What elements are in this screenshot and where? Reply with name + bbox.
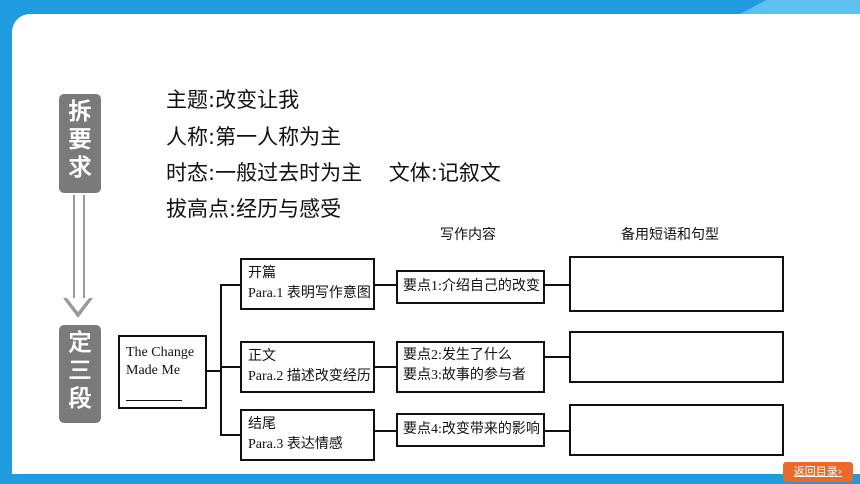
point-box-2-3: 要点2:发生了什么 要点3:故事的参与者 bbox=[396, 341, 545, 393]
phrase-answer-box-2[interactable] bbox=[569, 331, 784, 383]
requirement-highlight: 拔高点:经历与感受 bbox=[166, 197, 342, 221]
bottom-frame-bar bbox=[0, 474, 860, 484]
top-frame-bar bbox=[0, 0, 860, 14]
point-box-1: 要点1:介绍自己的改变 bbox=[396, 270, 545, 304]
column-header-phrases: 备用短语和句型 bbox=[621, 228, 719, 243]
chevron-right-icon: › bbox=[837, 465, 843, 478]
phrase-answer-box-3[interactable] bbox=[569, 404, 784, 456]
root-topic-line1: The Change bbox=[126, 345, 195, 360]
para-title: 结尾 bbox=[248, 417, 276, 432]
requirement-theme: 主题:改变让我 bbox=[166, 88, 300, 112]
para-box-opening: 开篇 Para.1 表明写作意图 bbox=[240, 258, 375, 310]
side-char: 定 bbox=[68, 330, 92, 356]
side-char: 求 bbox=[68, 155, 92, 181]
connector-line bbox=[375, 366, 396, 368]
requirement-tense-genre: 时态:一般过去时为主 文体:记叙文 bbox=[166, 161, 501, 185]
point-text: 要点4:改变带来的影响 bbox=[403, 422, 540, 437]
para-title: 正文 bbox=[248, 349, 276, 364]
para-box-body: 正文 Para.2 描述改变经历 bbox=[240, 341, 375, 393]
top-frame-accent bbox=[740, 0, 860, 14]
para-desc: Para.3 表达情感 bbox=[248, 437, 343, 452]
connector-line bbox=[545, 430, 569, 432]
back-button-label: 返回目录 bbox=[793, 465, 838, 478]
side-char: 要 bbox=[68, 127, 92, 153]
column-header-content: 写作内容 bbox=[440, 228, 496, 243]
connector-line bbox=[545, 356, 569, 358]
connector-line bbox=[375, 284, 396, 286]
side-char: 段 bbox=[68, 386, 92, 412]
connector-line bbox=[220, 434, 240, 436]
point-text: 要点1:介绍自己的改变 bbox=[403, 279, 540, 294]
side-char: 拆 bbox=[68, 99, 92, 125]
side-char: 三 bbox=[68, 358, 92, 384]
point-box-4: 要点4:改变带来的影响 bbox=[396, 413, 545, 447]
root-topic-blank bbox=[126, 400, 182, 401]
root-topic-line2: Made Me bbox=[126, 363, 181, 378]
para-desc: Para.1 表明写作意图 bbox=[248, 286, 371, 301]
point-text: 要点2:发生了什么 bbox=[403, 348, 512, 363]
para-desc: Para.2 描述改变经历 bbox=[248, 369, 371, 384]
connector-line bbox=[220, 366, 240, 368]
requirement-person: 人称:第一人称为主 bbox=[166, 125, 342, 149]
connector-line bbox=[375, 430, 396, 432]
connector-line bbox=[545, 284, 569, 286]
para-title: 开篇 bbox=[248, 266, 276, 281]
connector-line bbox=[220, 284, 222, 436]
down-arrow-shaft bbox=[73, 195, 85, 302]
connector-line bbox=[207, 370, 222, 372]
phrase-answer-box-1[interactable] bbox=[569, 256, 784, 312]
down-arrow-inner bbox=[67, 298, 89, 312]
side-block-three-parts: 定 三 段 bbox=[59, 325, 101, 423]
para-box-ending: 结尾 Para.3 表达情感 bbox=[240, 409, 375, 461]
side-block-requirements: 拆 要 求 bbox=[59, 94, 101, 193]
connector-line bbox=[220, 284, 240, 286]
back-to-contents-button[interactable]: 返回目录› bbox=[783, 462, 853, 482]
root-topic-box: The Change Made Me bbox=[118, 335, 207, 409]
point-text: 要点3:故事的参与者 bbox=[403, 368, 526, 383]
